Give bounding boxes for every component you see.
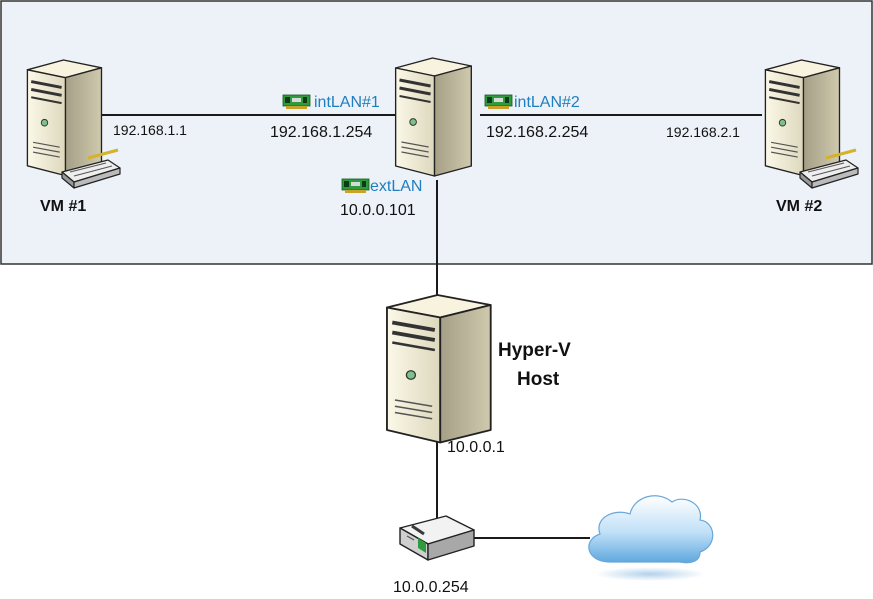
extlan-ip: 10.0.0.101: [340, 202, 416, 219]
network-links: [100, 114, 762, 539]
vm1-ip: 192.168.1.1: [113, 122, 187, 138]
intlan2-network-card-icon: [484, 94, 513, 110]
internet-node[interactable]: [588, 495, 714, 581]
vm2-ip: 192.168.2.1: [666, 124, 740, 140]
vm1-name: VM #1: [40, 198, 86, 215]
network-switch-icon: [399, 515, 475, 561]
router-vm-node[interactable]: [394, 56, 473, 178]
extlan-network-card-icon: [341, 178, 370, 194]
intlan2-ip: 192.168.2.254: [486, 124, 588, 141]
hyperv-host-name-line2: Host: [517, 369, 560, 390]
cloud-icon: [588, 495, 714, 581]
extlan-label: extLAN: [370, 178, 422, 195]
gateway-node[interactable]: [399, 515, 475, 561]
intlan2-label: intLAN#2: [514, 94, 580, 111]
vm2-name: VM #2: [776, 198, 822, 215]
intlan1-label: intLAN#1: [314, 94, 380, 111]
intlan1-network-card-icon: [282, 94, 311, 110]
hyperv-host-node[interactable]: [384, 293, 493, 445]
server-tower-icon: [384, 293, 493, 445]
gateway-ip: 10.0.0.254: [393, 579, 469, 596]
intlan1-ip: 192.168.1.254: [270, 124, 372, 141]
server-tower-icon: [394, 56, 473, 178]
hyperv-host-ip: 10.0.0.1: [447, 439, 505, 456]
hyperv-host-name-line1: Hyper-V: [498, 340, 571, 361]
